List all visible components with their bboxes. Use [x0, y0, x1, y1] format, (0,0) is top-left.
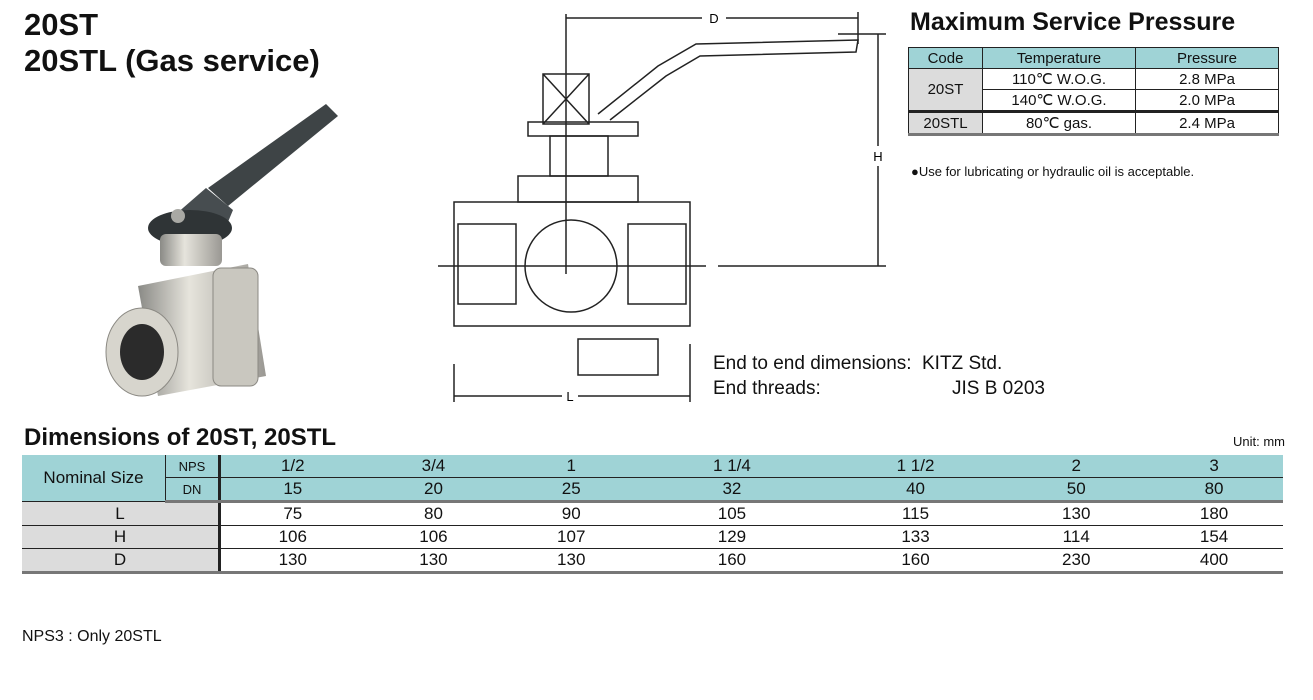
- unit-label: Unit: mm: [1233, 434, 1285, 449]
- dim-cell: 230: [1007, 548, 1146, 574]
- dn-cell: 15: [217, 477, 365, 503]
- dim-cell: 160: [823, 548, 1008, 574]
- dim-cell: 133: [823, 525, 1008, 549]
- dn-cell: 20: [364, 477, 503, 503]
- pressure-note: ●Use for lubricating or hydraulic oil is…: [911, 164, 1195, 179]
- dim-cell: 90: [502, 501, 641, 526]
- model-gas-title: 20STL (Gas service): [24, 43, 320, 78]
- pressure-temp: 80℃ gas.: [982, 111, 1136, 135]
- dimensions-title: Dimensions of 20ST, 20STL: [24, 424, 337, 451]
- pressure-value: 2.4 MPa: [1135, 111, 1279, 135]
- dim-cell: 105: [640, 501, 824, 526]
- valve-drawing: D H L: [438, 10, 886, 404]
- end-threads-value: JIS B 0203: [952, 378, 1045, 399]
- dim-cell: 130: [364, 548, 503, 574]
- dim-cell: 130: [502, 548, 641, 574]
- dn-cell: 32: [640, 477, 824, 503]
- dimensions-table: Nominal Size NPS 1/2 3/4 1 1 1/4 1 1/2 2…: [22, 455, 1283, 574]
- dim-label-d: D: [709, 11, 718, 26]
- dim-cell: 106: [217, 525, 365, 549]
- nps-cell: 1: [502, 455, 641, 478]
- dim-label-l: L: [566, 389, 573, 404]
- nps-cell: 1 1/4: [640, 455, 824, 478]
- pressure-code: 20ST: [908, 68, 983, 112]
- dim-cell: 180: [1145, 501, 1283, 526]
- dn-cell: 25: [502, 477, 641, 503]
- row-label-h: H: [22, 525, 220, 549]
- dim-cell: 106: [364, 525, 503, 549]
- nps-label: NPS: [165, 455, 220, 478]
- pressure-temp: 140℃ W.O.G.: [982, 89, 1136, 112]
- dim-cell: 130: [1007, 501, 1146, 526]
- col-code: Code: [908, 47, 983, 69]
- dn-cell: 80: [1145, 477, 1283, 503]
- dn-cell: 40: [823, 477, 1008, 503]
- dim-cell: 75: [217, 501, 365, 526]
- dim-cell: 129: [640, 525, 824, 549]
- pressure-code: 20STL: [908, 111, 983, 135]
- dim-cell: 80: [364, 501, 503, 526]
- dim-cell: 114: [1007, 525, 1146, 549]
- pressure-value: 2.0 MPa: [1135, 89, 1279, 112]
- dn-cell: 50: [1007, 477, 1146, 503]
- footnote: NPS3 : Only 20STL: [22, 628, 162, 645]
- end-to-end-value: KITZ Std.: [922, 353, 1003, 374]
- dim-cell: 154: [1145, 525, 1283, 549]
- nps-cell: 2: [1007, 455, 1146, 478]
- pressure-value: 2.8 MPa: [1135, 68, 1279, 90]
- row-label-d: D: [22, 548, 220, 574]
- dim-cell: 130: [217, 548, 365, 574]
- dim-label-h: H: [873, 149, 882, 164]
- pressure-title: Maximum Service Pressure: [910, 8, 1236, 36]
- nps-cell: 1/2: [217, 455, 365, 478]
- nps-cell: 3: [1145, 455, 1283, 478]
- dim-cell: 107: [502, 525, 641, 549]
- nominal-size-label: Nominal Size: [22, 455, 166, 502]
- dim-cell: 115: [823, 501, 1008, 526]
- row-label-l: L: [22, 501, 220, 526]
- col-temperature: Temperature: [982, 47, 1136, 69]
- nps-cell: 1 1/2: [823, 455, 1008, 478]
- valve-photo: [105, 104, 338, 397]
- pressure-temp: 110℃ W.O.G.: [982, 68, 1136, 90]
- dim-cell: 160: [640, 548, 824, 574]
- dim-cell: 400: [1145, 548, 1283, 574]
- pressure-table: Code Temperature Pressure 20ST 110℃ W.O.…: [908, 47, 1279, 136]
- end-threads-label: End threads:: [713, 378, 821, 399]
- col-pressure: Pressure: [1135, 47, 1279, 69]
- model-title: 20ST: [24, 7, 99, 42]
- nps-cell: 3/4: [364, 455, 503, 478]
- end-to-end-label: End to end dimensions:: [713, 353, 912, 374]
- dn-label: DN: [165, 477, 220, 503]
